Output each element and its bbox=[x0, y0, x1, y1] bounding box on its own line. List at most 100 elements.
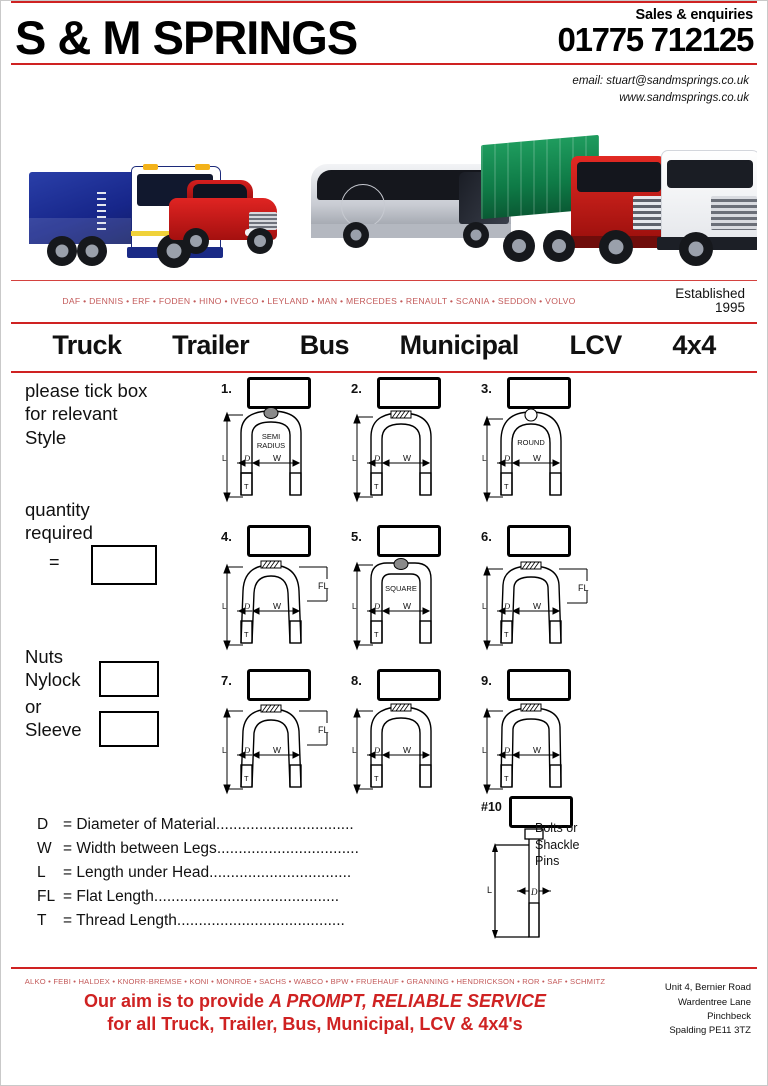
tick-note-line-2: for relevant bbox=[25, 403, 118, 425]
legend-row-t: T= Thread Length........................… bbox=[37, 909, 437, 933]
svg-text:D: D bbox=[373, 453, 381, 463]
header-bottom-rule bbox=[11, 62, 757, 65]
style-tickbox-1[interactable] bbox=[247, 377, 311, 410]
style-tickbox-9[interactable] bbox=[507, 669, 571, 702]
coach-wheel-front bbox=[463, 221, 489, 248]
address-line-3: Pinchbeck bbox=[707, 1010, 751, 1022]
slogan: Our aim is to provide A PROMPT, RELIABLE… bbox=[11, 990, 619, 1036]
sector-municipal: Municipal bbox=[399, 330, 520, 361]
form-area: please tick box for relevant Style quant… bbox=[11, 373, 757, 967]
white-truck-wheel-front bbox=[679, 231, 713, 266]
legend-key-d: D bbox=[37, 816, 49, 834]
phone-number: 01775 712125 bbox=[557, 21, 755, 58]
style-tickbox-6[interactable] bbox=[507, 525, 571, 558]
photo-band-bottom-rule bbox=[11, 279, 757, 281]
refuse-truck-beacon-right bbox=[195, 163, 210, 170]
svg-text:SEMI: SEMI bbox=[262, 432, 280, 441]
style-tickbox-8[interactable] bbox=[377, 669, 441, 702]
style-cell-5: 5. SQUARE bbox=[349, 525, 469, 667]
sector-trailer: Trailer bbox=[172, 330, 249, 361]
svg-text:L: L bbox=[482, 454, 487, 463]
nuts-label: Nuts bbox=[25, 646, 64, 668]
nylock-label: Nylock bbox=[25, 669, 81, 691]
svg-text:W: W bbox=[533, 453, 541, 463]
svg-text:T: T bbox=[374, 774, 379, 783]
quantity-line-2: required bbox=[25, 522, 93, 544]
refuse-truck-wheel-1 bbox=[47, 235, 77, 266]
svg-text:W: W bbox=[403, 453, 411, 463]
svg-text:T: T bbox=[504, 774, 509, 783]
svg-text:D: D bbox=[503, 745, 511, 755]
sector-lcv: LCV bbox=[569, 330, 622, 361]
style-cell-7: 7. bbox=[219, 669, 339, 811]
style-tickbox-3[interactable] bbox=[507, 377, 571, 410]
style-cell-1: 1. SEMI RADIUS bbox=[219, 377, 339, 519]
svg-text:RADIUS: RADIUS bbox=[257, 441, 285, 450]
svg-text:ROUND: ROUND bbox=[517, 438, 545, 447]
or-label: or bbox=[25, 696, 42, 718]
legend-key-t: T bbox=[37, 912, 47, 930]
equals-sign: = bbox=[49, 552, 60, 573]
svg-text:D: D bbox=[243, 745, 251, 755]
ubolt-diagram-3: ROUND L D W bbox=[482, 408, 562, 503]
ubolt-diagram-2: L D W T bbox=[352, 410, 432, 503]
bolt-tickbox-10[interactable] bbox=[509, 796, 573, 829]
svg-text:W: W bbox=[533, 601, 541, 611]
refuse-truck-beacon-left bbox=[143, 163, 158, 170]
style-tickbox-7[interactable] bbox=[247, 669, 311, 702]
refuse-truck-ladder bbox=[97, 191, 106, 232]
style-number-7: 7. bbox=[221, 673, 232, 689]
parts-makes-list: ALKO • FEBI • HALDEX • KNORR-BREMSE • KO… bbox=[24, 977, 606, 987]
style-tickbox-4[interactable] bbox=[247, 525, 311, 558]
sleeve-checkbox[interactable] bbox=[99, 711, 159, 748]
svg-text:T: T bbox=[244, 630, 249, 639]
bolts-shackle-pins-label: Bolts or Shackle Pins bbox=[535, 820, 579, 869]
legend-row-w: W= Width between Legs...................… bbox=[37, 837, 437, 861]
style-number-6: 6. bbox=[481, 529, 492, 545]
legend-text-t: = Thread Length bbox=[63, 912, 177, 930]
svg-text:L: L bbox=[352, 746, 357, 755]
ubolt-diagram-9: L D W T bbox=[482, 703, 562, 795]
svg-text:T: T bbox=[504, 482, 509, 491]
tick-note-line-1: please tick box bbox=[25, 380, 148, 402]
bolts-label-line-2: Shackle bbox=[535, 837, 580, 852]
svg-text:L: L bbox=[222, 746, 227, 755]
quantity-input[interactable] bbox=[91, 545, 157, 586]
email-address[interactable]: email: stuart@sandmsprings.co.uk bbox=[572, 74, 749, 87]
legend-text-l: = Length under Head bbox=[63, 864, 210, 882]
red-truck-wheel-3 bbox=[599, 229, 633, 264]
bolt-item-number: #10 bbox=[481, 800, 502, 815]
ubolt-diagram-1: SEMI RADIUS L D bbox=[222, 407, 302, 503]
pickup-grille bbox=[249, 211, 277, 230]
svg-text:W: W bbox=[273, 453, 281, 463]
svg-text:W: W bbox=[403, 601, 411, 611]
ubolt-diagram-8: L D W T bbox=[352, 703, 432, 795]
sector-bottom-rule bbox=[11, 371, 757, 374]
quantity-label: quantity required bbox=[25, 498, 93, 544]
style-tickbox-5[interactable] bbox=[377, 525, 441, 558]
legend-dots-d: ................................ bbox=[215, 816, 354, 834]
legend-row-fl: FL= Flat Length.........................… bbox=[37, 885, 437, 909]
style-number-1: 1. bbox=[221, 381, 232, 397]
ubolt-diagram-6: FL L D W T bbox=[482, 561, 589, 651]
company-address: Unit 4, Bernier Road Wardentree Lane Pin… bbox=[619, 973, 757, 1038]
refuse-truck-wheel-2 bbox=[77, 235, 107, 266]
address-line-4: Spalding PE11 3TZ bbox=[669, 1025, 751, 1037]
slogan-line-2: for all Truck, Trailer, Bus, Municipal, … bbox=[107, 1014, 523, 1035]
nylock-checkbox[interactable] bbox=[99, 661, 159, 698]
legend-dots-fl: ........................................… bbox=[153, 888, 340, 906]
svg-text:L: L bbox=[482, 602, 487, 611]
website-url[interactable]: www.sandmsprings.co.uk bbox=[619, 92, 749, 105]
ubolt-diagram-5: SQUARE L D W bbox=[352, 558, 432, 651]
sector-truck: Truck bbox=[52, 330, 122, 361]
refuse-truck-body bbox=[29, 171, 137, 244]
svg-text:T: T bbox=[504, 630, 509, 639]
svg-text:W: W bbox=[273, 601, 281, 611]
svg-text:W: W bbox=[403, 745, 411, 755]
bolts-label-line-3: Pins bbox=[535, 853, 560, 868]
style-tickbox-2[interactable] bbox=[377, 377, 441, 410]
footer-top-rule bbox=[11, 967, 757, 970]
svg-text:FL: FL bbox=[318, 581, 329, 591]
footer: ALKO • FEBI • HALDEX • KNORR-BREMSE • KO… bbox=[11, 969, 757, 1044]
